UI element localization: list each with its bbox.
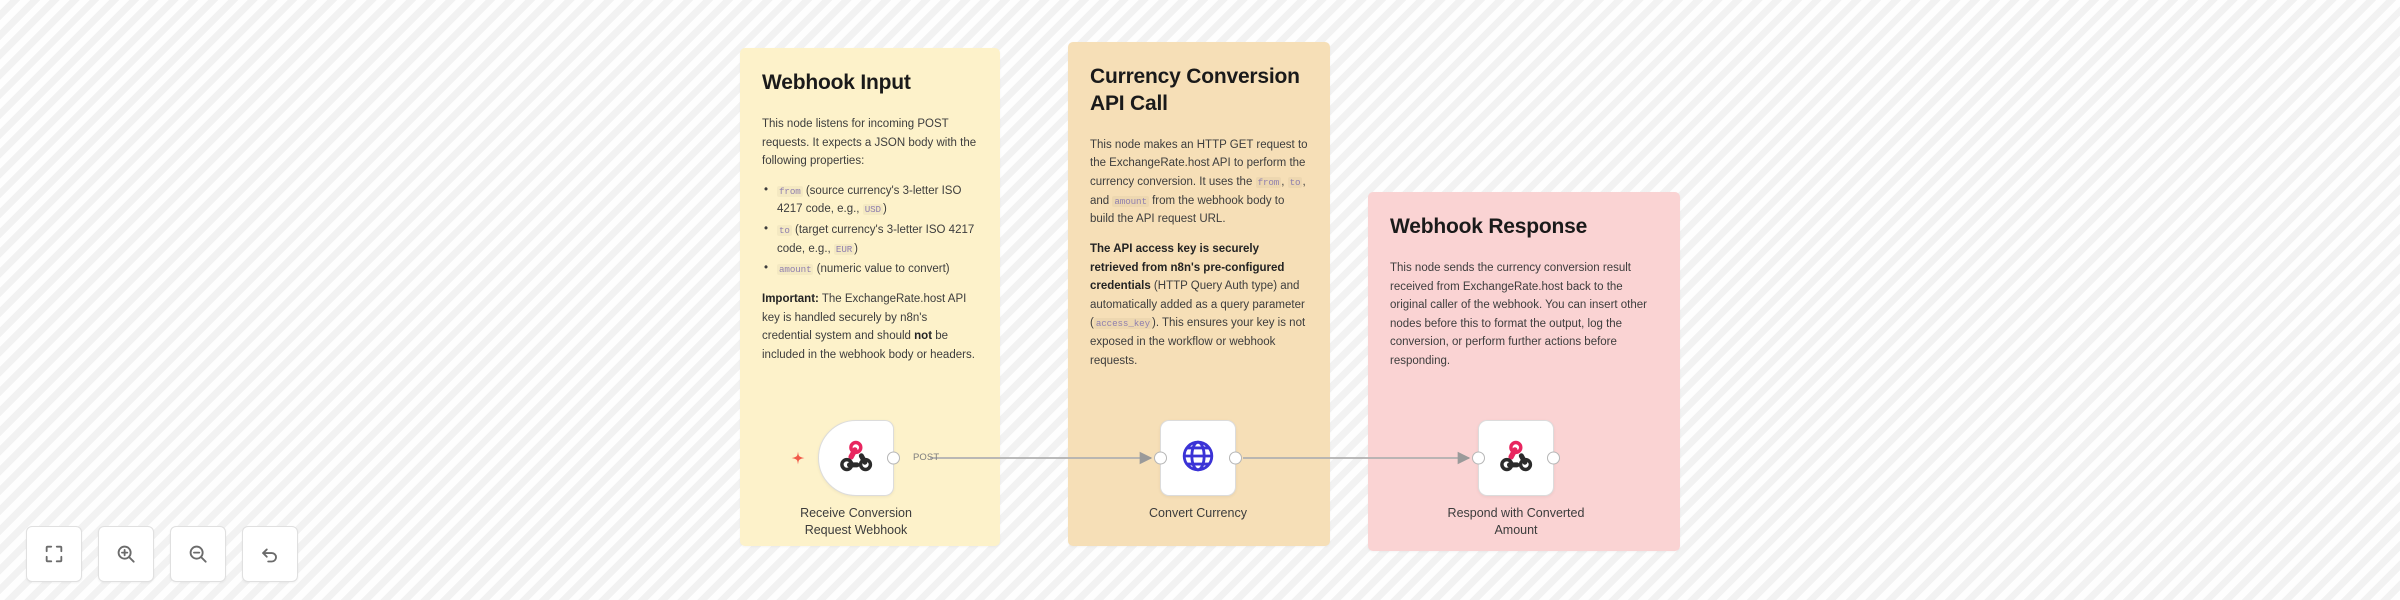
sticky-note-title: Webhook Response	[1390, 215, 1588, 238]
para-text-c: , and	[1090, 176, 1306, 207]
sticky-note-body: This node sends the currency conversion …	[1390, 259, 1658, 371]
sticky-note-title: Currency Conversion API Call	[1090, 65, 1300, 115]
note-property-list: from (source currency's 3-letter ISO 421…	[762, 181, 978, 279]
webhook-icon	[837, 437, 875, 480]
list-item-text: (numeric value to convert)	[813, 263, 950, 276]
reset-zoom-button[interactable]	[242, 526, 298, 582]
important-not: not	[914, 330, 933, 343]
note-paragraph-2: The API access key is securely retrieved…	[1090, 240, 1308, 370]
para2-text-a: (HTTP Query Auth type) and automatically…	[1090, 280, 1305, 330]
zoom-out-icon	[189, 545, 207, 563]
connection-label-post: POST	[913, 452, 940, 463]
code-token: to	[1289, 177, 1301, 188]
undo-arrow-icon	[262, 548, 277, 563]
list-item-text: (target currency's 3-letter ISO 4217 cod…	[777, 224, 975, 255]
webhook-icon	[1497, 437, 1535, 480]
para2-text-b: ). This ensures your key is not exposed …	[1090, 317, 1306, 367]
input-port[interactable]	[1154, 451, 1167, 465]
code-token: USD	[864, 204, 881, 216]
output-port[interactable]	[1547, 451, 1560, 465]
code-token: from	[779, 185, 801, 197]
list-item-text: (source currency's 3-letter ISO 4217 cod…	[777, 184, 962, 216]
para-text-b: ,	[1281, 176, 1288, 188]
code-token: from	[1257, 177, 1280, 188]
code-token: EUR	[835, 243, 853, 255]
output-port[interactable]	[887, 451, 900, 465]
code-token: amount	[779, 264, 812, 276]
sticky-note-body: This node listens for incoming POST requ…	[762, 115, 978, 365]
fit-screen-icon	[45, 545, 63, 563]
output-port[interactable]	[1229, 451, 1242, 465]
note-paragraph: This node sends the currency conversion …	[1390, 261, 1647, 367]
zoom-out-button[interactable]	[170, 526, 226, 582]
note-important-paragraph: Important: The ExchangeRate.host API key…	[762, 290, 978, 365]
node-convert-currency[interactable]: Convert Currency	[1149, 420, 1247, 520]
sticky-note-title: Webhook Input	[762, 71, 911, 94]
fit-to-view-button[interactable]	[26, 526, 82, 582]
important-text-2: be included in the webhook body or heade…	[762, 330, 975, 361]
code-token: amount	[1114, 195, 1147, 207]
zoom-in-icon	[117, 545, 135, 563]
code-token: to	[779, 225, 790, 236]
sticky-note-body: This node makes an HTTP GET request to t…	[1090, 136, 1308, 371]
node-label: Receive Conversion Request Webhook	[800, 506, 912, 538]
list-item: from (source currency's 3-letter ISO 421…	[764, 181, 978, 219]
list-item: to (target currency's 3-letter ISO 4217 …	[764, 220, 978, 258]
list-item-tail: )	[882, 203, 887, 216]
sticky-note-webhook-response[interactable]: Webhook Response This node sends the cur…	[1368, 192, 1680, 551]
note-intro-paragraph: This node listens for incoming POST requ…	[762, 117, 977, 168]
para-text-a: This node makes an HTTP GET request to t…	[1090, 138, 1308, 188]
note-paragraph-1: This node makes an HTTP GET request to t…	[1090, 136, 1308, 229]
canvas-zoom-toolbar	[26, 526, 298, 582]
globe-icon	[1180, 438, 1216, 479]
node-respond-with-converted-amount[interactable]: Respond with Converted Amount	[1448, 420, 1584, 537]
node-label: Convert Currency	[1149, 506, 1247, 520]
code-token: access_key	[1095, 318, 1150, 330]
input-port[interactable]	[1472, 451, 1485, 465]
list-item: amount (numeric value to convert)	[764, 259, 978, 279]
node-label: Respond with Converted Amount	[1447, 506, 1585, 538]
node-receive-conversion-request-webhook[interactable]: Receive Conversion Request Webhook	[791, 420, 912, 537]
api-key-bold: The API access key is securely retrieved…	[1090, 242, 1285, 293]
para-text-d: from the webhook body to build the API r…	[1090, 194, 1285, 226]
zoom-in-button[interactable]	[98, 526, 154, 582]
sparkle-icon	[791, 451, 805, 465]
list-item-tail: )	[854, 242, 858, 255]
important-text-1: The ExchangeRate.host API key is handled…	[762, 292, 967, 343]
important-label: Important:	[762, 292, 819, 305]
